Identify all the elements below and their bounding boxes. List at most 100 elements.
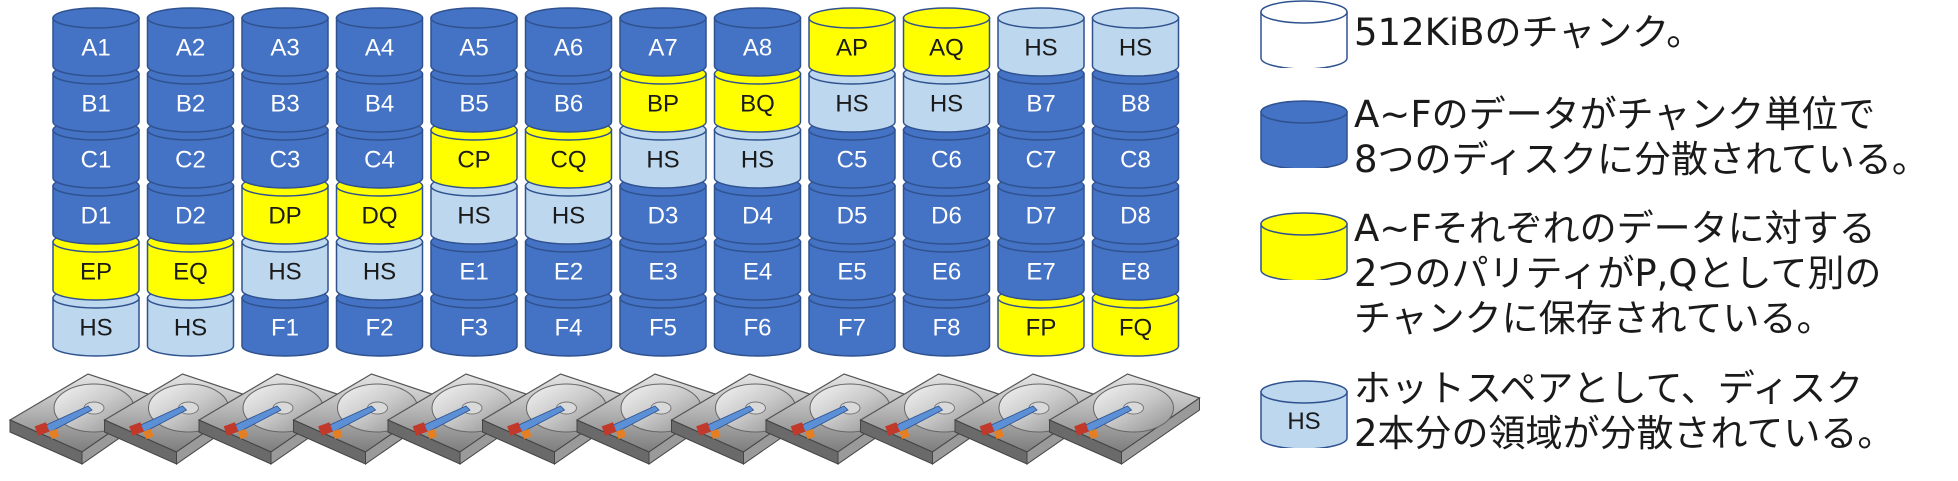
drive-row [8,373,1201,465]
data-cylinder-icon [1260,100,1348,168]
chunk-cylinder [1260,0,1348,68]
chunk-label: C2 [175,147,206,174]
chunk-label: F7 [838,315,866,342]
chunk-label: F5 [649,315,677,342]
chunk-label: C4 [364,147,395,174]
chunk-label: C1 [81,147,112,174]
chunk-cylinder: F4 [524,287,613,357]
legend-line: 512KiBのチャンク。 [1354,11,1704,54]
parity-cylinder-icon [1260,212,1348,280]
legend-item-parity: A~Fそれぞれのデータに対する 2つのパリティがP,Qとして別の チャンクに保存… [1250,206,1958,346]
chunk-cylinder: A4 [335,7,424,77]
legend-text-hotspare: ホットスペアとして、ディスク 2本分の領域が分散されている。 [1354,366,1894,456]
hotspare-cylinder: HS [1260,380,1348,448]
chunk-cylinder: A7 [619,7,707,77]
legend-text-parity: A~Fそれぞれのデータに対する 2つのパリティがP,Qとして別の チャンクに保存… [1354,206,1881,341]
chunk-cylinder: HS [997,7,1085,77]
chunk-label: HS [79,315,112,342]
chunk-label: D8 [1120,203,1151,230]
chunk-label: DP [268,203,301,230]
chunk-label: FP [1026,315,1057,342]
chunk-label: E1 [459,259,488,286]
disk-column: F6 E4 D4 HS BQ A8 [713,7,802,357]
chunk-label: A6 [554,35,583,62]
chunk-label: AP [836,35,868,62]
chunk-label: HS [1119,35,1152,62]
chunk-label: A3 [270,35,299,62]
legend-line: チャンクに保存されている。 [1354,297,1834,340]
chunk-label: HS [457,203,490,230]
legend-line: 8つのディスクに分散されている。 [1354,138,1929,181]
chunk-label: F2 [365,315,393,342]
chunk-label: D5 [837,203,868,230]
chunk-cylinder: EQ [146,231,235,301]
legend-text-data: A~Fのデータがチャンク単位で 8つのディスクに分散されている。 [1354,92,1929,182]
chunk-label: C5 [837,147,868,174]
chunk-label: BQ [740,91,775,118]
chunk-label: B5 [459,91,488,118]
chunk-label: B2 [176,91,205,118]
chunk-label: E7 [1026,259,1055,286]
chunk-label: HS [741,147,774,174]
chunk-cylinder: HS [1091,7,1180,77]
chunk-label: E8 [1121,259,1150,286]
chunk-label: FQ [1119,315,1152,342]
chunk-label: EQ [173,259,208,286]
chunk-cylinder: A8 [713,7,802,77]
hard-disk-drive-icon [1048,373,1201,465]
chunk-label: HS [552,203,585,230]
chunk-label: E2 [554,259,583,286]
legend-item-hotspare: HS ホットスペアとして、ディスク 2本分の領域が分散されている。 [1250,366,1958,466]
chunk-label: C7 [1026,147,1057,174]
legend-line: 2本分の領域が分散されている。 [1354,412,1895,455]
chunk-label: F6 [743,315,771,342]
data-cylinder [1260,100,1348,168]
legend-item-data: A~Fのデータがチャンク単位で 8つのディスクに分散されている。 [1250,90,1958,190]
disk-columns: HSEPD1C1B1A1HSEQD2C2B2A2F1HSDPC3B3A3F2HS… [52,7,1180,357]
chunk-label: AQ [929,35,964,62]
chunk-label: DQ [362,203,398,230]
chunk-cylinder: A3 [241,7,329,77]
chunk-label: B7 [1026,91,1055,118]
chunk-label: D4 [742,203,773,230]
legend-line: A~Fそれぞれのデータに対する [1354,207,1876,250]
legend-line: A~Fのデータがチャンク単位で [1354,93,1876,136]
chunk-label: CQ [551,147,587,174]
chunk-cylinder: A5 [430,7,518,77]
chunk-label: D3 [648,203,679,230]
chunk-label: F8 [932,315,960,342]
chunk-label: F1 [271,315,299,342]
chunk-label: C3 [270,147,301,174]
parity-cylinder [1260,212,1348,280]
chunk-label: D6 [931,203,962,230]
chunk-label: HS [268,259,301,286]
chunk-label: HS [174,315,207,342]
legend-item-chunk: 512KiBのチャンク。 [1250,0,1958,68]
chunk-label: F4 [554,315,582,342]
chunk-cylinder: A6 [524,7,613,77]
chunk-label: E4 [743,259,772,286]
legend: 512KiBのチャンク。 A~Fのデータがチャンク単位で 8つのディスクに分散さ… [1250,0,1958,481]
chunk-cylinder-icon [1260,0,1348,68]
chunk-label: BP [647,91,679,118]
legend-line: ホットスペアとして、ディスク [1354,367,1864,410]
chunk-label: EP [80,259,112,286]
chunk-label: E5 [837,259,866,286]
chunk-label: D1 [81,203,112,230]
chunk-cylinder: A2 [146,7,235,77]
chunk-cylinder: HS [619,119,707,189]
chunk-label: HS [930,91,963,118]
chunk-label: HS [1287,408,1320,435]
chunk-label: A5 [459,35,488,62]
chunk-label: E3 [648,259,677,286]
chunk-label: B1 [81,91,110,118]
